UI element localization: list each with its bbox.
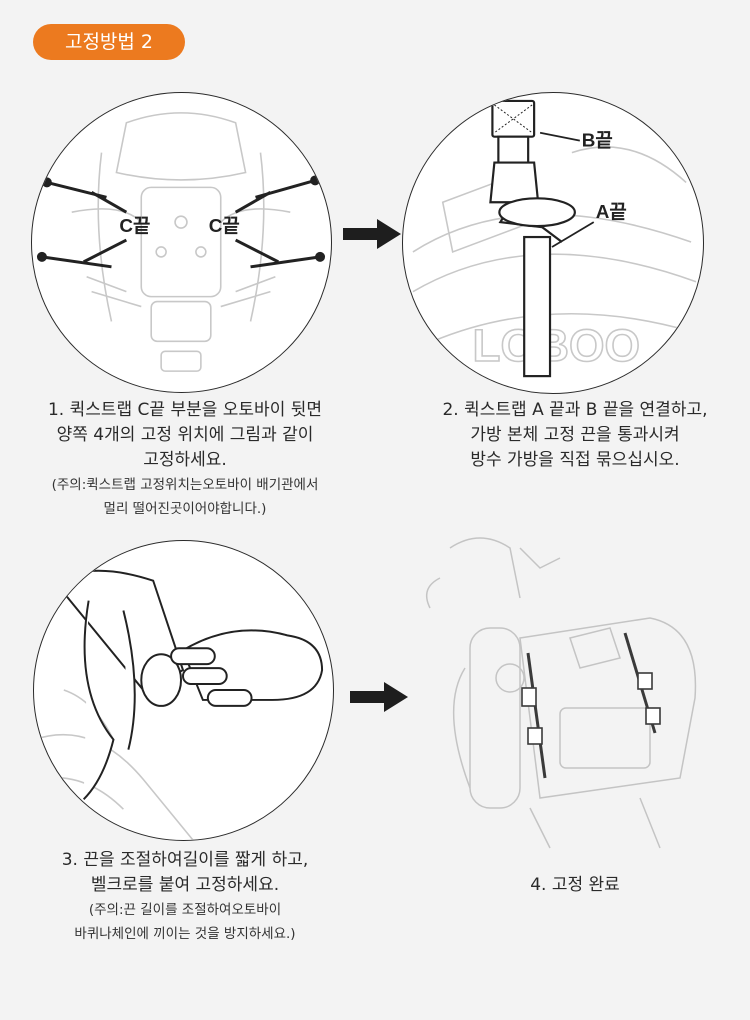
step1-note: (주의:퀵스트랩 고정위치는오토바이 배기관에서 [51, 477, 319, 493]
method-badge: 고정방법 2 [33, 24, 185, 60]
arrow-right-icon [343, 219, 401, 249]
c-end-label-left: C끝 [119, 215, 150, 236]
arrow-right-icon [350, 682, 408, 712]
step2-illustration: LOBOO B끝 A끝 [402, 92, 704, 394]
step2-caption: 2. 퀵스트랩 A 끝과 B 끝을 연결하고, 가방 본체 고정 끈을 통과시켜… [442, 400, 708, 470]
step3-illustration [33, 540, 334, 841]
step4-caption: 4. 고정 완료 [530, 875, 620, 895]
step3-note: (주의:끈 길이를 조절하여오토바이 [88, 902, 282, 918]
step4-illustration [425, 537, 697, 849]
step1-caption: 1. 퀵스트랩 C끝 부분을 오토바이 뒷면 양쪽 4개의 고정 위치에 그림과… [5, 398, 365, 521]
b-end-label: B끝 [582, 130, 613, 151]
a-end-label: A끝 [596, 201, 627, 222]
step3-caption: 3. 끈을 조절하여길이를 짧게 하고, 벨크로를 붙여 고정하세요. (주의:… [5, 848, 365, 946]
svg-text:LOBOO: LOBOO [473, 320, 641, 371]
c-end-label-right: C끝 [209, 215, 240, 236]
step1-illustration: C끝 C끝 [31, 92, 332, 393]
